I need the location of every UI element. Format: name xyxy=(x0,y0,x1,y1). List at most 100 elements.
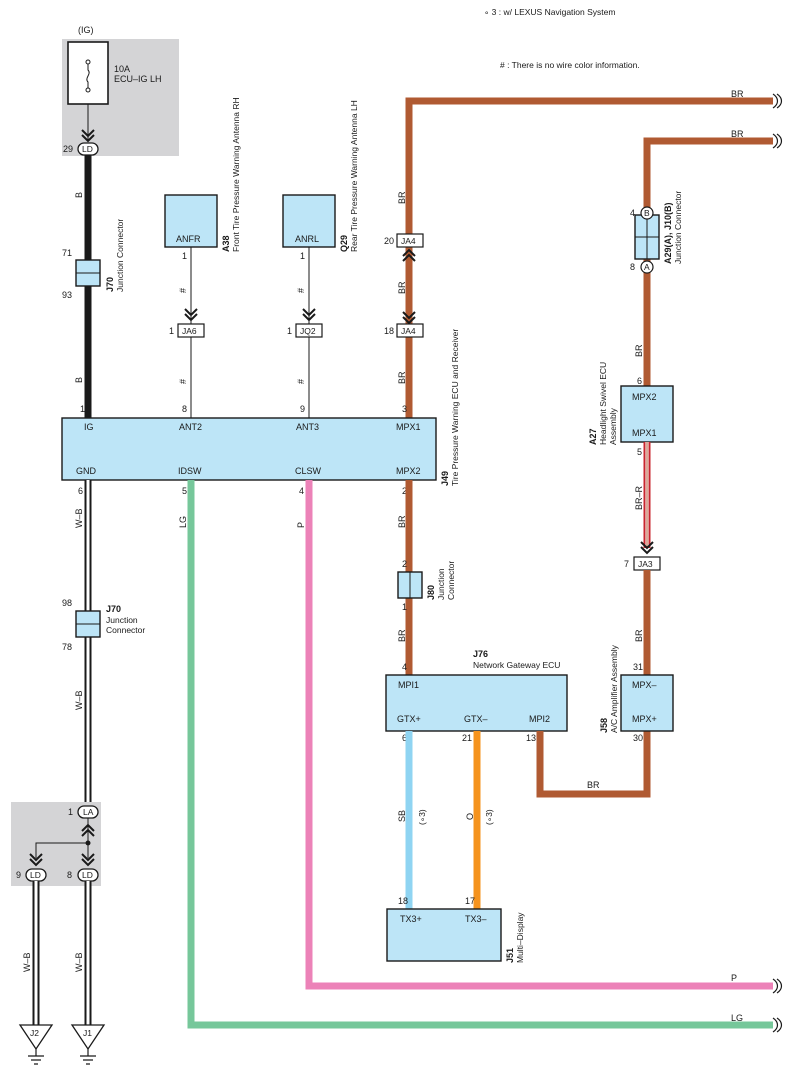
ja6-pin: 1 xyxy=(169,326,174,336)
fuse-pin: 29 xyxy=(63,144,73,154)
wire-label-b2: B xyxy=(74,377,84,383)
q29-pin: 1 xyxy=(300,251,305,261)
wire-br-a29 xyxy=(643,137,773,386)
svg-text:A38: A38 xyxy=(221,235,231,252)
ja4-top-label: JA4 xyxy=(401,236,416,246)
jq2-pin: 1 xyxy=(287,326,292,336)
q29-label: Q29 Rear Tire Pressure Warning Antenna L… xyxy=(339,100,359,252)
j58-label: J58 A/C Amplifier Assembly xyxy=(599,644,619,733)
note-navigation: ∘ 3 : w/ LEXUS Navigation System xyxy=(484,7,615,17)
edge-break-icon-lg xyxy=(772,1017,783,1033)
j70-bottom-pin-b: 78 xyxy=(62,642,72,652)
ja4-top-pin: 20 xyxy=(384,236,394,246)
wire-label-hash3: # xyxy=(296,288,306,293)
ja4-bottom-pin: 18 xyxy=(384,326,394,336)
svg-text:J49: J49 xyxy=(440,471,450,486)
svg-text:A/C Amplifier Assembly: A/C Amplifier Assembly xyxy=(609,644,619,733)
svg-text:J80: J80 xyxy=(426,585,436,600)
ja4-top-connector xyxy=(396,233,424,248)
svg-text:J58: J58 xyxy=(599,718,609,733)
j51-label-tx3-plus: TX3+ xyxy=(400,914,422,924)
fuse-connector-arrow-icon xyxy=(81,129,95,143)
j76-label-mpi1: MPI1 xyxy=(398,680,419,690)
ja6-connector xyxy=(177,323,205,338)
svg-text:Headlight Swivel ECU: Headlight Swivel ECU xyxy=(598,362,608,445)
j76-pin-mpi2: 13 xyxy=(526,733,536,743)
a29-pin-b: 4 xyxy=(630,208,635,218)
edge-break-icon-2 xyxy=(772,133,783,149)
wire-label-wb2: W–B xyxy=(74,690,84,710)
antenna-front-terminal: ANFR xyxy=(176,234,201,244)
a29-label: A29(A), J10(B) Junction Connector xyxy=(663,191,683,264)
j70-top-pin-b: 93 xyxy=(62,290,72,300)
a27-pin-top: 6 xyxy=(637,376,642,386)
a29-letter-b: B xyxy=(644,208,650,218)
j76-name: Network Gateway ECU xyxy=(473,660,560,670)
ja6-label: JA6 xyxy=(182,326,197,336)
wire-label-br-j58: BR xyxy=(634,629,644,642)
j49-label-ant3: ANT3 xyxy=(296,422,319,432)
j58-label-top: MPX– xyxy=(632,680,657,690)
wire-label-hash1: # xyxy=(178,288,188,293)
wire-br-mpx1 xyxy=(405,97,773,418)
j58-label-bottom: MPX+ xyxy=(632,714,657,724)
wire-label-o: O xyxy=(465,813,475,820)
j70-bottom-pin-a: 98 xyxy=(62,598,72,608)
j49-label-mpx2: MPX2 xyxy=(396,466,421,476)
j49-pin-ig: 1 xyxy=(80,404,85,414)
ja3-arrow-icon xyxy=(640,541,654,555)
jq2-arrow-icon xyxy=(302,308,316,322)
wire-label-br-edge-1: BR xyxy=(731,89,744,99)
antenna-front-rh xyxy=(164,194,218,248)
ld-left-arrow-icon xyxy=(29,853,43,867)
ld-right-pin: 8 xyxy=(67,870,72,880)
wire-label-br-a29: BR xyxy=(634,344,644,357)
j70-bottom-code: J70 xyxy=(106,604,121,614)
ground-j1-icon xyxy=(70,1024,106,1051)
j76-pin-mpi1: 4 xyxy=(402,662,407,672)
multi-display xyxy=(386,908,502,962)
j58-pin-bottom: 30 xyxy=(633,733,643,743)
a29-letter-a: A xyxy=(644,262,650,272)
wire-label-br-r: BR–R xyxy=(634,485,644,510)
wire-p xyxy=(305,480,773,990)
j58-pin-top: 31 xyxy=(633,662,643,672)
wire-label-br-ja4-top: BR xyxy=(397,191,407,204)
ld-connector-29-label: LD xyxy=(82,144,93,154)
j70-top-pin-a: 71 xyxy=(62,248,72,258)
svg-text:Rear Tire Pressure Warning Ant: Rear Tire Pressure Warning Antenna LH xyxy=(349,100,359,252)
svg-text:Q29: Q29 xyxy=(339,235,349,252)
wire-label-o-note: (∘3) xyxy=(484,809,494,825)
ja4-bottom-connector xyxy=(396,323,424,338)
wire-label-sb: SB xyxy=(397,810,407,822)
splice-point xyxy=(85,840,91,846)
svg-text:Connector: Connector xyxy=(446,561,456,600)
ja6-arrow-icon xyxy=(184,308,198,322)
svg-text:J51: J51 xyxy=(505,948,515,963)
fuse-box xyxy=(67,41,109,105)
ld-right-arrow-icon xyxy=(81,853,95,867)
j80-label: J80 Junction Connector xyxy=(426,561,456,600)
ld-left-label: LD xyxy=(30,870,41,880)
ground-j2-icon xyxy=(18,1024,54,1051)
la-connector-label: LA xyxy=(83,807,94,817)
wire-label-br-edge-2: BR xyxy=(731,129,744,139)
wire-label-br-j80: BR xyxy=(397,629,407,642)
j51-pin-tx3-minus: 17 xyxy=(465,896,475,906)
svg-text:Front Tire Pressure Warning An: Front Tire Pressure Warning Antenna RH xyxy=(231,97,241,252)
j51-pin-tx3-plus: 18 xyxy=(398,896,408,906)
fuse-terminal-top xyxy=(85,59,91,65)
wire-label-p-edge: P xyxy=(731,973,737,983)
wire-label-br-ja4-mid: BR xyxy=(397,281,407,294)
fuse-rating: 10A xyxy=(114,64,130,74)
svg-text:A29(A), J10(B): A29(A), J10(B) xyxy=(663,202,673,264)
j49-label: J49 Tire Pressure Warning ECU and Receiv… xyxy=(440,329,460,486)
a27-label-bottom: MPX1 xyxy=(632,428,657,438)
a27-label: A27 Headlight Swivel ECU Assembly xyxy=(588,362,618,445)
a38-label: A38 Front Tire Pressure Warning Antenna … xyxy=(221,97,241,252)
j76-pin-gtx-plus: 6 xyxy=(402,733,407,743)
a27-pin-bottom: 5 xyxy=(637,447,642,457)
j51-label: J51 Multi–Display xyxy=(505,912,525,963)
wire-label-br-bottom: BR xyxy=(587,780,600,790)
